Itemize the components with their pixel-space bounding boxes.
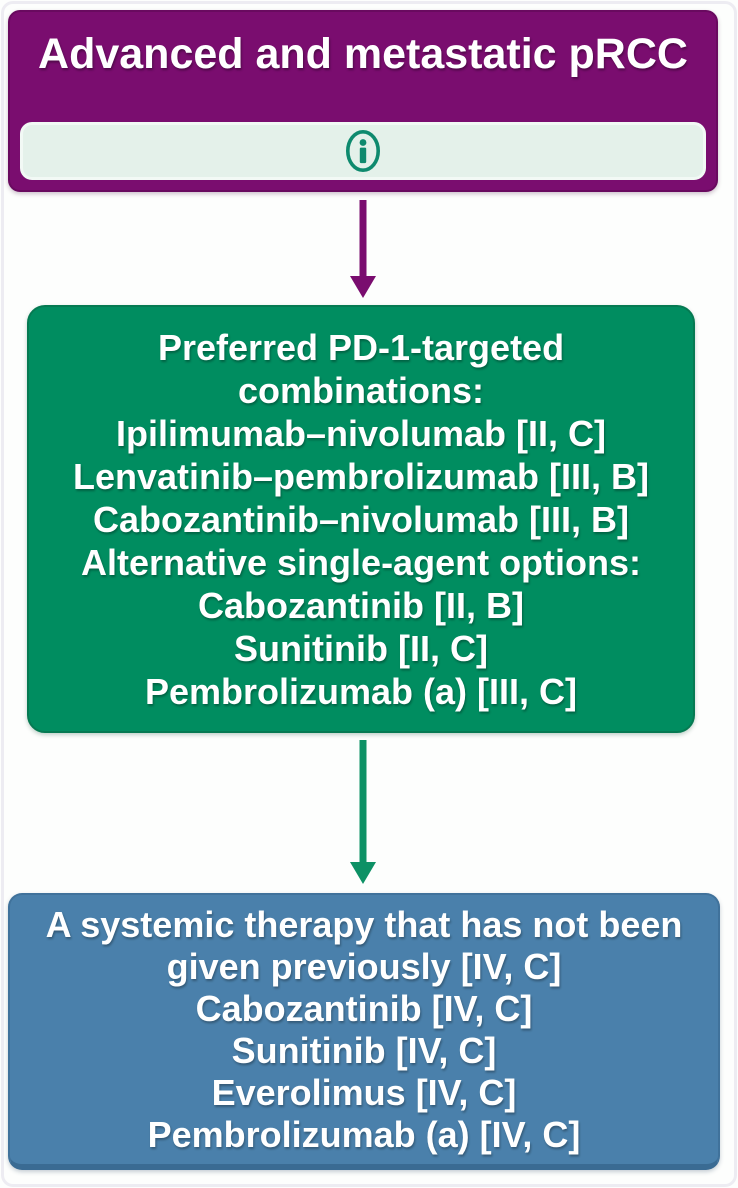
- treatment-option-line: Pembrolizumab (a) [IV, C]: [147, 1113, 581, 1155]
- treatment-option-line: Sunitinib [IV, C]: [231, 1029, 497, 1071]
- treatment-option-line: Sunitinib [II, C]: [234, 627, 488, 669]
- arrow-down-icon: [350, 200, 376, 298]
- first-line-treatment-box: Preferred PD-1-targeted combinations:Ipi…: [27, 305, 695, 733]
- treatment-option-line: Everolimus [IV, C]: [211, 1071, 517, 1113]
- info-button[interactable]: [20, 122, 706, 180]
- treatment-option-line: Lenvatinib–pembrolizumab [III, B]: [72, 455, 650, 497]
- info-icon: [346, 129, 380, 173]
- treatment-option-line: Cabozantinib–nivolumab [III, B]: [92, 498, 629, 540]
- treatment-option-line: Pembrolizumab (a) [III, C]: [144, 670, 578, 712]
- treatment-option-line: Cabozantinib [II, B]: [198, 584, 524, 626]
- first-line-treatment-lines: Preferred PD-1-targeted combinations:Ipi…: [59, 326, 663, 713]
- advanced-metastatic-prcc-box: Advanced and metastatic pRCC: [8, 10, 718, 192]
- subsequent-therapy-box: A systemic therapy that has not been giv…: [8, 893, 720, 1170]
- arrow-down-icon: [350, 740, 376, 884]
- treatment-option-line: Preferred PD-1-targeted combinations:: [157, 326, 565, 411]
- treatment-option-line: Alternative single-agent options:: [80, 541, 642, 583]
- treatment-option-line: Cabozantinib [IV, C]: [195, 987, 533, 1029]
- treatment-option-line: Ipilimumab–nivolumab [II, C]: [115, 412, 607, 454]
- treatment-option-line: A systemic therapy that has not been giv…: [45, 903, 683, 987]
- page-title: Advanced and metastatic pRCC: [38, 30, 688, 78]
- subsequent-therapy-lines: A systemic therapy that has not been giv…: [30, 904, 698, 1156]
